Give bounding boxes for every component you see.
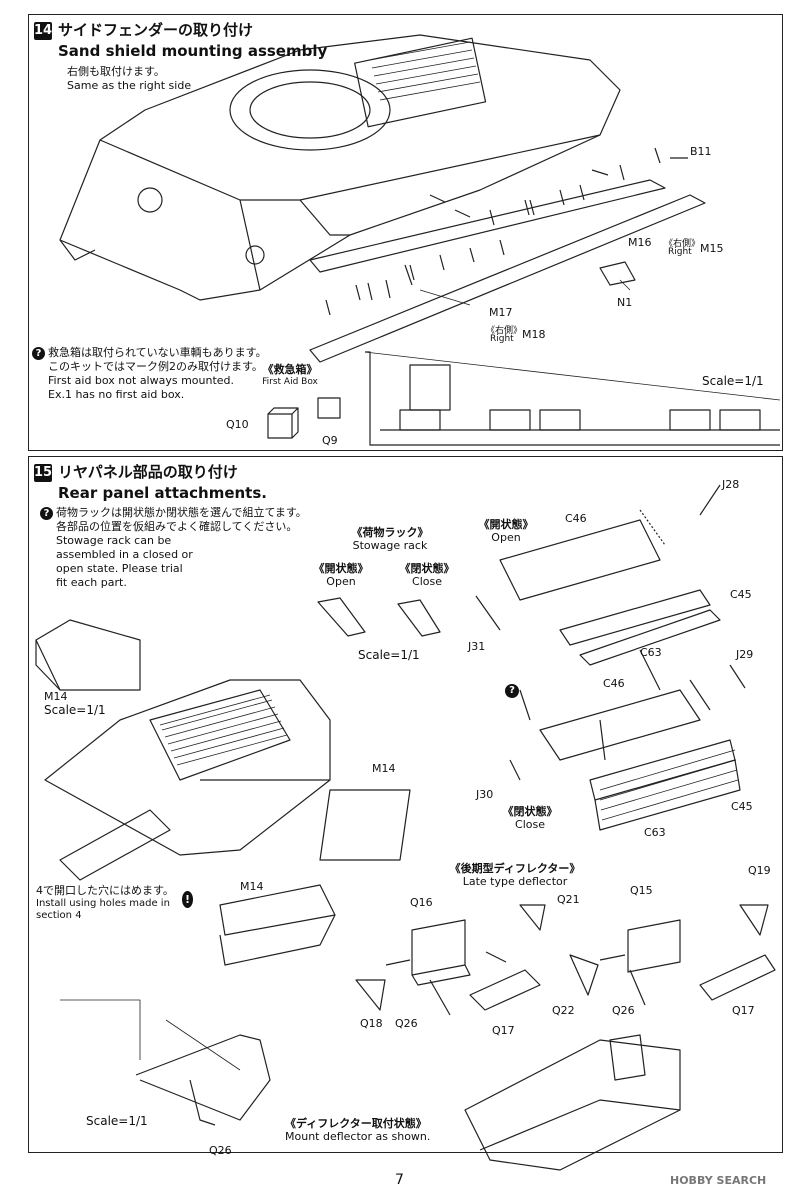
- part-c63-upper: C63: [640, 646, 662, 659]
- part-q17-left: Q17: [492, 1024, 515, 1037]
- first-aid-note-jp-1: 救急箱は取付られていない車輌もあります。: [48, 346, 267, 359]
- rack-close-label: 《閉状態》 Close: [392, 562, 462, 588]
- rack-close-jp: 《閉状態》: [399, 562, 455, 575]
- rack-close-en: Close: [412, 575, 442, 588]
- m14-scale: Scale=1/1: [44, 703, 106, 717]
- install-note-en-2: section 4: [36, 910, 82, 921]
- first-aid-note-jp-2: このキットではマーク例2のみ取付けます。: [48, 360, 263, 373]
- stowage-note-en-1: Stowage rack can be: [56, 534, 172, 547]
- part-j28: J28: [722, 478, 740, 491]
- install-note-jp: 4で開口した穴にはめます。: [36, 884, 174, 897]
- step14-scale: Scale=1/1: [702, 374, 764, 388]
- step14-note-jp: 右側も取付けます。: [67, 65, 165, 78]
- rack-open-jp: 《開状態》: [313, 562, 369, 575]
- mount-label-jp: 《ディフレクター取付状態》: [285, 1117, 427, 1130]
- part-n1: N1: [617, 296, 633, 309]
- upper-open-jp: 《開状態》: [478, 518, 534, 531]
- watermark: HOBBY SEARCH: [670, 1174, 767, 1187]
- part-m14-bottom: M14: [240, 880, 264, 893]
- step14-panel: [28, 14, 783, 451]
- stowage-label-jp: 《荷物ラック》: [351, 526, 429, 539]
- part-c45-upper: C45: [730, 588, 752, 601]
- right-label-jp-2: 《右側》: [486, 326, 523, 336]
- right-label-en: Right: [668, 247, 692, 257]
- stowage-note-en-4: fit each part.: [56, 576, 127, 589]
- lower-close-en: Close: [515, 818, 545, 831]
- stowage-note: ?荷物ラックは開状態か閉状態を選んで組立てます。 各部品の位置を仮組みでよく確認…: [40, 506, 307, 590]
- step14-note-en: Same as the right side: [67, 79, 192, 92]
- part-q26-left: Q26: [395, 1017, 418, 1030]
- question-icon: ?: [32, 346, 45, 360]
- part-c46-upper: C46: [565, 512, 587, 525]
- part-q22: Q22: [552, 1004, 575, 1017]
- first-aid-note-en-2: Ex.1 has no first aid box.: [48, 388, 185, 401]
- step15-number: 15: [34, 463, 53, 482]
- caution-icon-install: !: [182, 888, 193, 908]
- part-q19: Q19: [748, 864, 771, 877]
- part-j29: J29: [736, 648, 754, 661]
- part-q26-bottom: Q26: [209, 1144, 232, 1157]
- part-m17: M17: [489, 306, 513, 319]
- part-m16: M16: [628, 236, 652, 249]
- question-icon: ?: [40, 506, 53, 520]
- bottom-scale: Scale=1/1: [86, 1114, 148, 1128]
- lower-close-jp: 《閉状態》: [502, 805, 558, 818]
- step15-title-jp: リヤパネル部品の取り付け: [58, 463, 238, 481]
- part-q18: Q18: [360, 1017, 383, 1030]
- deflector-label-en: Late type deflector: [462, 875, 568, 888]
- stowage-note-jp-1: 荷物ラックは開状態か閉状態を選んで組立てます。: [56, 506, 307, 519]
- step15-title-en: Rear panel attachments.: [58, 484, 267, 502]
- part-m14-hull: M14: [372, 762, 396, 775]
- lower-close-label: 《閉状態》 Close: [500, 805, 560, 831]
- part-q26-right: Q26: [612, 1004, 635, 1017]
- step14-title-en: Sand shield mounting assembly: [58, 42, 328, 60]
- first-aid-note-en-1: First aid box not always mounted.: [48, 374, 235, 387]
- stowage-note-en-3: open state. Please trial: [56, 562, 183, 575]
- part-q9: Q9: [322, 434, 338, 447]
- part-q17-right: Q17: [732, 1004, 755, 1017]
- step15-header: 15 リヤパネル部品の取り付け: [34, 461, 238, 482]
- part-m18: M18: [522, 328, 546, 341]
- part-m14-inset: M14: [44, 690, 68, 703]
- right-label-jp: 《右側》: [664, 239, 701, 249]
- step14-header: 14 サイドフェンダーの取り付け: [34, 19, 253, 40]
- part-j31: J31: [468, 640, 486, 653]
- rack-open-label: 《開状態》 Open: [306, 562, 376, 588]
- stowage-label-en: Stowage rack: [352, 539, 428, 552]
- rack-open-en: Open: [326, 575, 356, 588]
- first-aid-label: 《救急箱》 First Aid Box: [252, 363, 328, 389]
- install-note-en-1: Install using holes made in: [36, 898, 170, 909]
- deflector-label-jp: 《後期型ディフレクター》: [449, 862, 581, 875]
- part-b11: B11: [690, 145, 712, 158]
- step15-panel: [28, 456, 783, 1153]
- upper-open-en: Open: [491, 531, 521, 544]
- stowage-note-en-2: assembled in a closed or: [56, 548, 193, 561]
- part-q15: Q15: [630, 884, 653, 897]
- mount-label-en: Mount deflector as shown.: [285, 1130, 431, 1143]
- mount-label: 《ディフレクター取付状態》 Mount deflector as shown.: [285, 1117, 430, 1143]
- stowage-note-jp-2: 各部品の位置を仮組みでよく確認してください。: [56, 520, 298, 533]
- part-c63-lower: C63: [644, 826, 666, 839]
- caution-icon-upper: ?: [505, 680, 522, 699]
- first-aid-note: ?救急箱は取付られていない車輌もあります。 このキットではマーク例2のみ取付けま…: [32, 346, 267, 402]
- part-q16: Q16: [410, 896, 433, 909]
- step14-title-jp: サイドフェンダーの取り付け: [58, 21, 254, 39]
- step14-number: 14: [34, 21, 53, 40]
- install-note: 4で開口した穴にはめます。 Install using holes made i…: [36, 884, 174, 922]
- part-c45-lower: C45: [731, 800, 753, 813]
- upper-open-label: 《開状態》 Open: [476, 518, 536, 544]
- rack-scale: Scale=1/1: [358, 648, 420, 662]
- deflector-label: 《後期型ディフレクター》 Late type deflector: [440, 862, 590, 888]
- part-q10: Q10: [226, 418, 249, 431]
- part-m15: M15: [700, 242, 724, 255]
- part-j30: J30: [476, 788, 494, 801]
- stowage-label: 《荷物ラック》 Stowage rack: [340, 526, 440, 552]
- right-label-en-2: Right: [490, 334, 514, 344]
- part-q21: Q21: [557, 893, 580, 906]
- first-aid-label-en: First Aid Box: [262, 377, 318, 387]
- first-aid-label-jp: 《救急箱》: [262, 363, 318, 376]
- page-number: 7: [395, 1172, 404, 1188]
- part-c46-lower: C46: [603, 677, 625, 690]
